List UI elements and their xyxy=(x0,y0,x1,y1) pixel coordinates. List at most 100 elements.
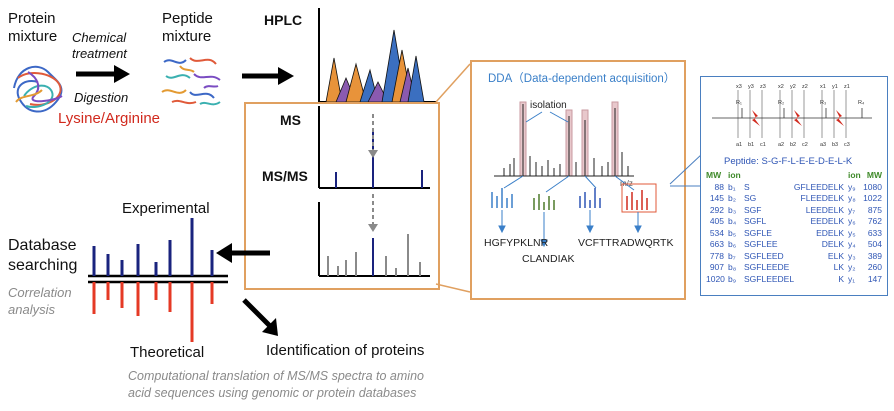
experimental-label: Experimental xyxy=(122,200,210,217)
fragment-cell-mw-y: 504 xyxy=(867,239,882,249)
dda-panel xyxy=(470,60,686,300)
fragment-cell-mw-y: 762 xyxy=(867,216,882,226)
dda-peptide-label: HGFYPKLNR xyxy=(484,237,549,249)
fragment-cell-y-seq: GFLEEDELK xyxy=(793,181,844,192)
ion-bottom-label: c1 xyxy=(760,142,766,148)
residue-label: R₄ xyxy=(858,100,865,106)
theoretical-label: Theoretical xyxy=(130,344,205,361)
ion-top-label: z3 xyxy=(760,84,766,90)
hplc-label: HPLC xyxy=(264,12,303,28)
peptide-mixture-line2: mixture xyxy=(162,28,212,45)
ion-top-label: z1 xyxy=(844,84,850,90)
cleavage-bolt-icon xyxy=(836,110,844,126)
peptide-fragments-icon xyxy=(161,57,221,106)
chemical-line1: Chemical xyxy=(72,30,127,45)
chemical-line2: treatment xyxy=(72,46,127,61)
fragment-cell-mw-y: 1022 xyxy=(863,193,882,203)
fragment-cell-y-seq: DELK xyxy=(821,239,844,249)
fragment-cell-b-seq: SG xyxy=(744,193,757,203)
fragment-cell-y-seq: EEDELK xyxy=(810,216,844,226)
fragment-cell-mw-b: 907 xyxy=(709,262,724,272)
fragment-cell-y-ion: y₉ xyxy=(848,181,856,192)
fragment-cell-y-seq: ELK xyxy=(827,250,844,261)
fragment-cell-y-ion: y₅ xyxy=(848,227,856,238)
fragment-cell-mw-b: 88 xyxy=(714,181,724,192)
hplc-chromatogram xyxy=(318,8,436,103)
fragment-cell-b-ion: b₉ xyxy=(728,273,737,284)
ion-bottom-label: b1 xyxy=(748,142,754,148)
fragment-cell-mw-y: 1080 xyxy=(863,181,882,192)
digestion-label: Digestion xyxy=(74,90,129,105)
arrow-right-icon xyxy=(76,65,130,83)
database-searching-label: Database searching xyxy=(8,236,77,276)
fragment-cell-b-seq: SGFLEED xyxy=(744,250,784,261)
fragment-cell-b-seq: SGFLEEDE xyxy=(744,262,790,272)
ms-panel xyxy=(244,102,440,290)
fragment-cell-y-ion: y₁ xyxy=(848,273,856,284)
fragment-cell-y-seq: K xyxy=(838,273,844,284)
correlation-line1: Correlation xyxy=(8,285,72,300)
computational-note: Computational translation of MS/MS spect… xyxy=(128,368,424,402)
correlation-line2: analysis xyxy=(8,302,55,317)
arrow-right-icon-2 xyxy=(242,67,294,85)
ion-bottom-label: a2 xyxy=(778,142,784,148)
dda-peptide-label: ADWQRTK xyxy=(620,237,673,249)
residue-label: R₂ xyxy=(778,100,784,106)
fragment-cell-b-ion: b₄ xyxy=(728,216,737,226)
fragment-cell-b-seq: SGFLEE xyxy=(744,239,778,249)
lysine-arginine-label: Lysine/Arginine xyxy=(58,110,161,127)
ion-top-label: z2 xyxy=(802,84,808,90)
chemical-treatment-label: Chemical treatment xyxy=(72,30,127,62)
zoom-connector xyxy=(435,63,471,293)
fragment-cell-mw-y: 875 xyxy=(867,204,882,215)
computational-line2: acid sequences using genomic or protein … xyxy=(128,386,417,400)
fragment-table-header: MW ion ion MW xyxy=(706,170,882,182)
msms-label: MS/MS xyxy=(262,168,308,184)
fragment-cell-b-ion: b₈ xyxy=(728,262,737,272)
fragment-cell-y-ion: y₈ xyxy=(848,193,856,203)
dda-peptide-label: VCFTTR xyxy=(578,237,620,249)
ms-label: MS xyxy=(280,112,301,128)
fragment-panel xyxy=(700,76,888,296)
arrow-left-icon xyxy=(216,243,270,263)
peptide-mixture-label: Peptide mixture xyxy=(162,10,213,46)
fragment-cell-b-ion: b₃ xyxy=(728,204,737,215)
fragment-cell-mw-b: 292 xyxy=(709,204,724,215)
fragment-cell-mw-b: 1020 xyxy=(706,273,725,284)
ion-bottom-label: a1 xyxy=(736,142,742,148)
fragment-cell-b-ion: b₂ xyxy=(728,193,737,203)
arrow-diagonal-icon xyxy=(242,298,278,336)
fragment-cell-b-seq: S xyxy=(744,181,750,192)
fragment-cell-mw-b: 145 xyxy=(709,193,724,203)
fragment-cell-y-ion: y₇ xyxy=(848,204,856,215)
correlation-spectra xyxy=(88,218,228,342)
identification-label: Identification of proteins xyxy=(266,342,425,359)
fragment-cell-b-ion: b₆ xyxy=(728,239,737,249)
fragment-cell-y-seq: LEEDELK xyxy=(805,204,844,215)
fragment-cell-b-seq: SGFLE xyxy=(744,227,772,238)
ion-bottom-label: c2 xyxy=(802,142,808,148)
fragment-cell-mw-y: 389 xyxy=(867,250,882,261)
ion-top-label: x3 xyxy=(736,84,742,90)
fragment-cell-b-ion: b₁ xyxy=(728,181,736,192)
table-connector xyxy=(669,153,703,187)
cleavage-bolt-icon xyxy=(794,110,802,126)
computational-line1: Computational translation of MS/MS spect… xyxy=(128,369,424,383)
ion-bottom-label: b2 xyxy=(790,142,796,148)
fragment-cell-mw-b: 663 xyxy=(709,239,724,249)
fragment-cell-b-ion: b₅ xyxy=(728,227,737,238)
fragment-cell-y-ion: y₃ xyxy=(848,250,856,261)
fragment-cell-mw-b: 405 xyxy=(709,216,724,226)
peptide-mixture-line1: Peptide xyxy=(162,10,213,27)
isolation-label: isolation xyxy=(530,100,567,111)
header-mw-y: MW xyxy=(866,170,882,180)
ion-top-label: y3 xyxy=(748,84,754,90)
protein-mixture-line2: mixture xyxy=(8,28,58,45)
residue-label: R₃ xyxy=(820,100,826,106)
